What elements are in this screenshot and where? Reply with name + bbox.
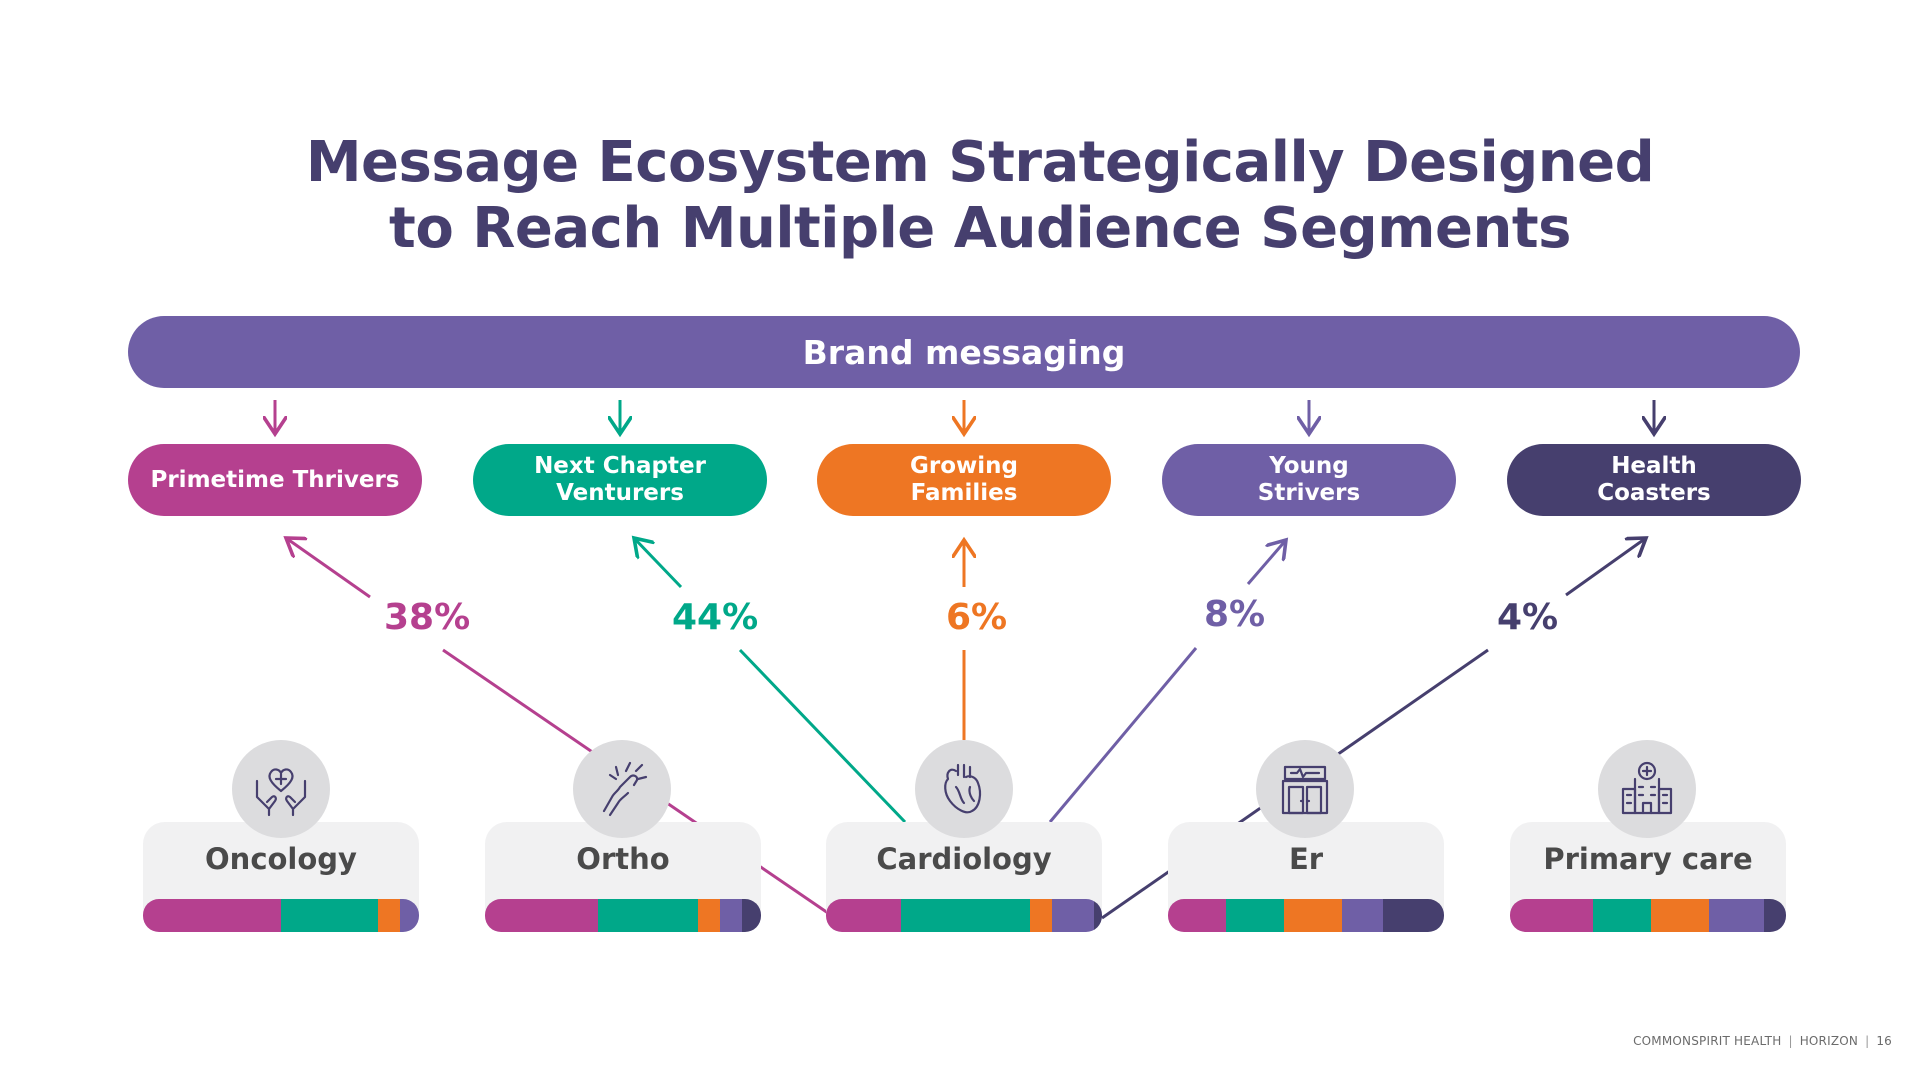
segment-label: Coasters <box>1597 480 1711 506</box>
mix-segment-primetime <box>485 899 599 932</box>
title-line-2: to Reach Multiple Audience Segments <box>389 196 1571 261</box>
mix-segment-primetime <box>826 899 901 932</box>
joint-pain-icon <box>573 740 671 838</box>
service-label: Cardiology <box>876 842 1052 876</box>
segment-mix-bar <box>485 899 761 932</box>
segment-young-strivers: Young Strivers <box>1162 444 1456 516</box>
segment-label: Next Chapter <box>534 453 706 479</box>
segment-growing-families: Growing Families <box>817 444 1111 516</box>
title-line-1: Message Ecosystem Strategically Designed <box>305 130 1655 195</box>
segment-mix-bar <box>1168 899 1444 932</box>
flow-arrow-4 <box>1565 538 1646 597</box>
flow-percent-health: 4% <box>1497 597 1559 638</box>
service-label: Oncology <box>205 842 357 876</box>
mix-segment-growing <box>1650 899 1709 932</box>
segment-next-chapter-venturers: Next Chapter Venturers <box>473 444 767 516</box>
service-label: Ortho <box>576 842 670 876</box>
service-card-oncology: Oncology <box>143 822 419 932</box>
segment-label: Venturers <box>556 480 684 506</box>
flow-line-lower-3 <box>1048 647 1198 823</box>
mix-segment-primetime <box>1168 899 1226 932</box>
service-card-primary-care: Primary care <box>1510 822 1786 932</box>
segment-mix-bar <box>1510 899 1786 932</box>
footer-org: COMMONSPIRIT HEALTH <box>1633 1034 1782 1048</box>
mix-segment-young <box>1341 899 1384 932</box>
mix-segment-growing <box>377 899 400 932</box>
segment-label: Strivers <box>1257 480 1361 506</box>
mix-segment-next-chapter <box>1225 899 1284 932</box>
flow-arrow-1 <box>634 538 683 589</box>
footer-project: HORIZON <box>1799 1034 1859 1048</box>
mix-segment-growing <box>1030 899 1053 932</box>
service-label: Primary care <box>1543 842 1753 876</box>
mix-segment-next-chapter <box>281 899 378 932</box>
mix-segment-growing <box>697 899 720 932</box>
flow-percent-growing: 6% <box>946 597 1008 638</box>
segment-primetime-thrivers: Primetime Thrivers <box>128 444 422 516</box>
mix-segment-next-chapter <box>598 899 698 932</box>
hands-heart-icon <box>232 740 330 838</box>
segment-health-coasters: Health Coasters <box>1507 444 1801 516</box>
mix-segment-next-chapter <box>1592 899 1651 932</box>
segment-label: Families <box>910 480 1018 506</box>
segment-label: Primetime Thrivers <box>150 466 400 493</box>
service-card-er: Er <box>1168 822 1444 932</box>
mix-segment-health <box>1093 899 1102 932</box>
footer: COMMONSPIRIT HEALTH|HORIZON|16 <box>1633 1034 1892 1048</box>
segment-label: Health <box>1611 453 1697 479</box>
emergency-room-icon <box>1256 740 1354 838</box>
brand-messaging-bar: Brand messaging <box>128 316 1800 388</box>
mix-segment-young <box>399 899 419 932</box>
mix-segment-health <box>1763 899 1786 932</box>
flow-percent-young: 8% <box>1204 594 1266 635</box>
mix-segment-young <box>719 899 742 932</box>
flow-percent-next-chapter: 44% <box>672 597 759 638</box>
mix-segment-primetime <box>1510 899 1593 932</box>
flow-arrow-0 <box>286 538 371 599</box>
mix-segment-primetime <box>143 899 281 932</box>
heart-icon <box>915 740 1013 838</box>
segment-mix-bar <box>826 899 1102 932</box>
page-title: Message Ecosystem Strategically Designed… <box>0 130 1920 262</box>
flow-arrow-3 <box>1246 540 1286 585</box>
footer-page-number: 16 <box>1876 1034 1892 1048</box>
service-card-cardiology: Cardiology <box>826 822 1102 932</box>
mix-segment-health <box>1383 899 1444 932</box>
service-card-ortho: Ortho <box>485 822 761 932</box>
flow-line-lower-1 <box>738 648 907 824</box>
mix-segment-young <box>1052 899 1094 932</box>
mix-segment-next-chapter <box>900 899 1031 932</box>
hospital-icon <box>1598 740 1696 838</box>
flow-percent-primetime: 38% <box>384 597 471 638</box>
mix-segment-young <box>1708 899 1764 932</box>
mix-segment-growing <box>1283 899 1342 932</box>
segment-label: Young <box>1269 453 1349 479</box>
segment-mix-bar <box>143 899 419 932</box>
segment-label: Growing <box>910 453 1018 479</box>
service-label: Er <box>1288 842 1324 876</box>
mix-segment-health <box>741 899 761 932</box>
